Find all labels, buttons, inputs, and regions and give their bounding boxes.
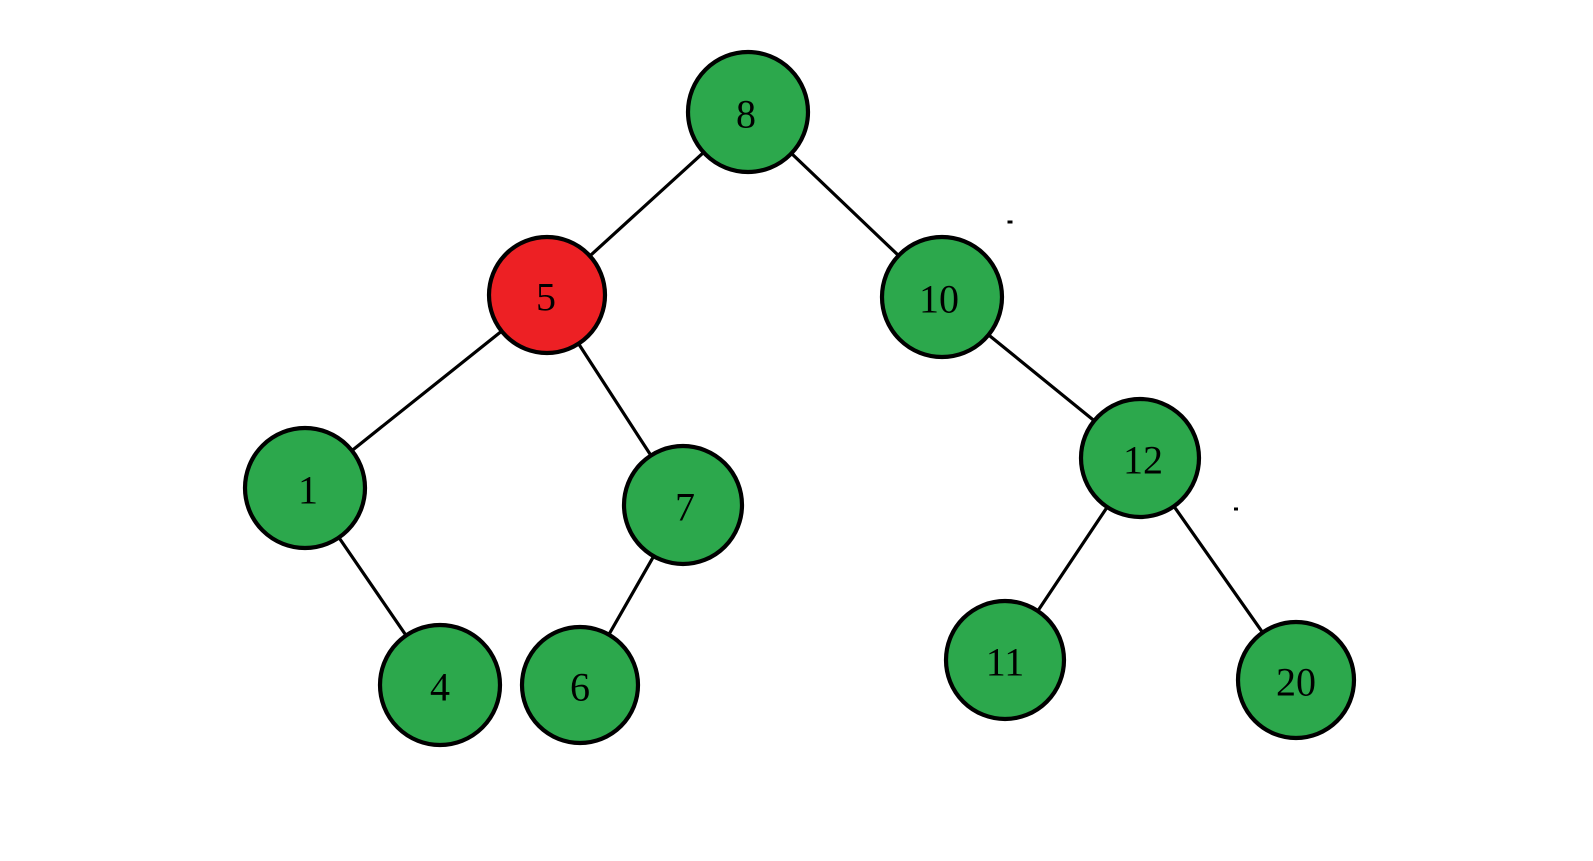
node-circle[interactable] [1235,619,1357,741]
tree-edge [788,150,902,259]
tree-node-5[interactable]: 5 [486,234,608,356]
stray-speck [1007,220,1013,224]
tree-edge [586,149,707,259]
tree-node-6[interactable]: 6 [519,624,641,746]
node-circle[interactable] [621,443,745,567]
tree-edge [985,331,1098,424]
tree-edge [1035,503,1110,615]
tree-node-11[interactable]: 11 [943,598,1067,722]
tree-node-20[interactable]: 20 [1235,619,1357,741]
node-circle[interactable] [519,624,641,746]
tree-edge [336,534,409,639]
node-circle[interactable] [1078,396,1202,520]
node-circle[interactable] [685,49,811,175]
stray-speck [1234,507,1238,511]
edges-layer [336,149,1266,639]
node-circle-highlighted[interactable] [486,234,608,356]
tree-edge [606,552,657,638]
tree-edge [1171,503,1266,636]
artifact-specks-layer [1007,220,1238,511]
tree-node-1[interactable]: 1 [242,425,368,551]
tree-node-12[interactable]: 12 [1078,396,1202,520]
tree-node-7[interactable]: 7 [621,443,745,567]
tree-edge [575,340,654,459]
tree-node-10[interactable]: 10 [879,234,1005,360]
node-circle[interactable] [879,234,1005,360]
node-circle[interactable] [242,425,368,551]
tree-node-8[interactable]: 8 [685,49,811,175]
tree-node-4[interactable]: 4 [377,622,503,748]
node-circle[interactable] [943,598,1067,722]
tree-edge [348,328,505,454]
node-circle[interactable] [377,622,503,748]
